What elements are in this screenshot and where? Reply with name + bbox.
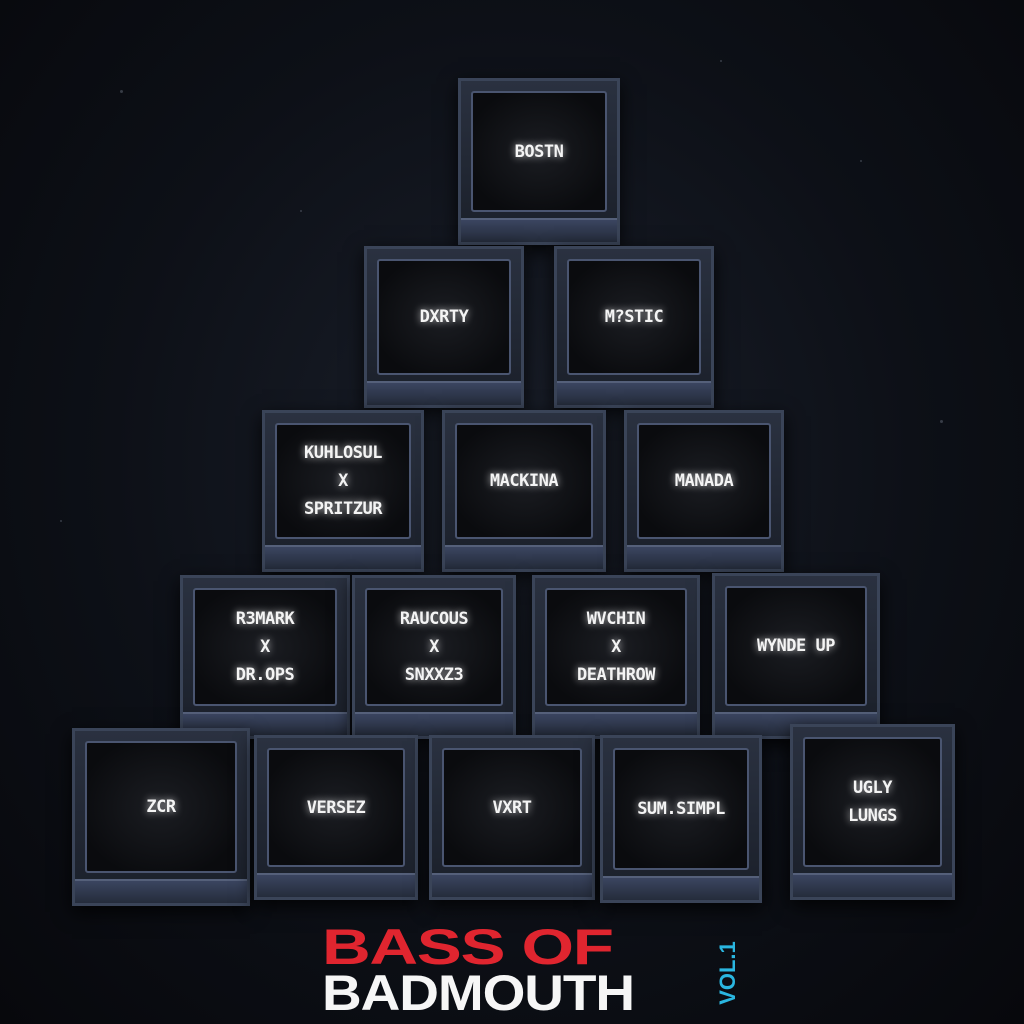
tv-base	[355, 712, 513, 736]
tv-base	[793, 873, 952, 897]
artist-label: MANADA	[674, 471, 734, 491]
tv-ugly-lungs: UGLY LUNGS	[790, 724, 955, 900]
artist-label: KUHLOSUL X SPRITZUR	[304, 443, 382, 519]
title-line-1: BASS OF	[322, 919, 614, 975]
tv-wynde-up: WYNDE UP	[712, 573, 880, 739]
tv-raucous-snxxz3: RAUCOUS X SNXXZ3	[352, 575, 516, 739]
tv-dxrty: DXRTY	[364, 246, 524, 408]
tv-base	[535, 712, 697, 736]
artist-label: MACKINA	[489, 471, 559, 491]
tv-zcr: ZCR	[72, 728, 250, 906]
tv-base	[432, 873, 592, 897]
artist-label: R3MARK X DR.OPS	[235, 609, 295, 685]
album-title: BASS OF BADMOUTH	[322, 922, 635, 1018]
volume-label: VOL.1	[715, 941, 740, 1005]
speck	[120, 90, 123, 93]
tv-versez: VERSEZ	[254, 735, 418, 900]
tv-bostn: BOSTN	[458, 78, 620, 245]
tv-base	[627, 545, 781, 569]
artist-label: WVCHIN X DEATHROW	[577, 609, 655, 685]
tv-wvchin-deathrow: WVCHIN X DEATHROW	[532, 575, 700, 739]
tv-mystic: M?STIC	[554, 246, 714, 408]
tv-base	[603, 876, 759, 900]
tv-kuhlosul-spritzur: KUHLOSUL X SPRITZUR	[262, 410, 424, 572]
title-line-2: BADMOUTH	[322, 965, 635, 1021]
artist-label: RAUCOUS X SNXXZ3	[399, 609, 469, 685]
tv-base	[557, 381, 711, 405]
tv-base	[265, 545, 421, 569]
artist-label: BOSTN	[514, 141, 564, 162]
speck	[720, 60, 722, 62]
tv-base	[75, 879, 247, 903]
artist-label: M?STIC	[604, 307, 664, 327]
tv-base	[461, 218, 617, 242]
tv-base	[445, 545, 603, 569]
artist-label: WYNDE UP	[757, 636, 835, 656]
speck	[300, 210, 302, 212]
tv-manada: MANADA	[624, 410, 784, 572]
speck	[940, 420, 943, 423]
tv-sum-simpl: SUM.SIMPL	[600, 735, 762, 903]
tv-base	[367, 381, 521, 405]
artist-label: UGLY LUNGS	[848, 778, 897, 826]
tv-r3mark-drops: R3MARK X DR.OPS	[180, 575, 350, 739]
speck	[60, 520, 62, 522]
artist-label: ZCR	[146, 797, 176, 817]
tv-base	[183, 712, 347, 736]
speck	[860, 160, 862, 162]
artist-label: VXRT	[492, 797, 532, 818]
tv-mackina: MACKINA	[442, 410, 606, 572]
tv-vxrt: VXRT	[429, 735, 595, 900]
artist-label: VERSEZ	[306, 797, 366, 818]
tv-base	[257, 873, 415, 897]
artist-label: DXRTY	[419, 307, 469, 327]
artist-label: SUM.SIMPL	[637, 799, 725, 819]
